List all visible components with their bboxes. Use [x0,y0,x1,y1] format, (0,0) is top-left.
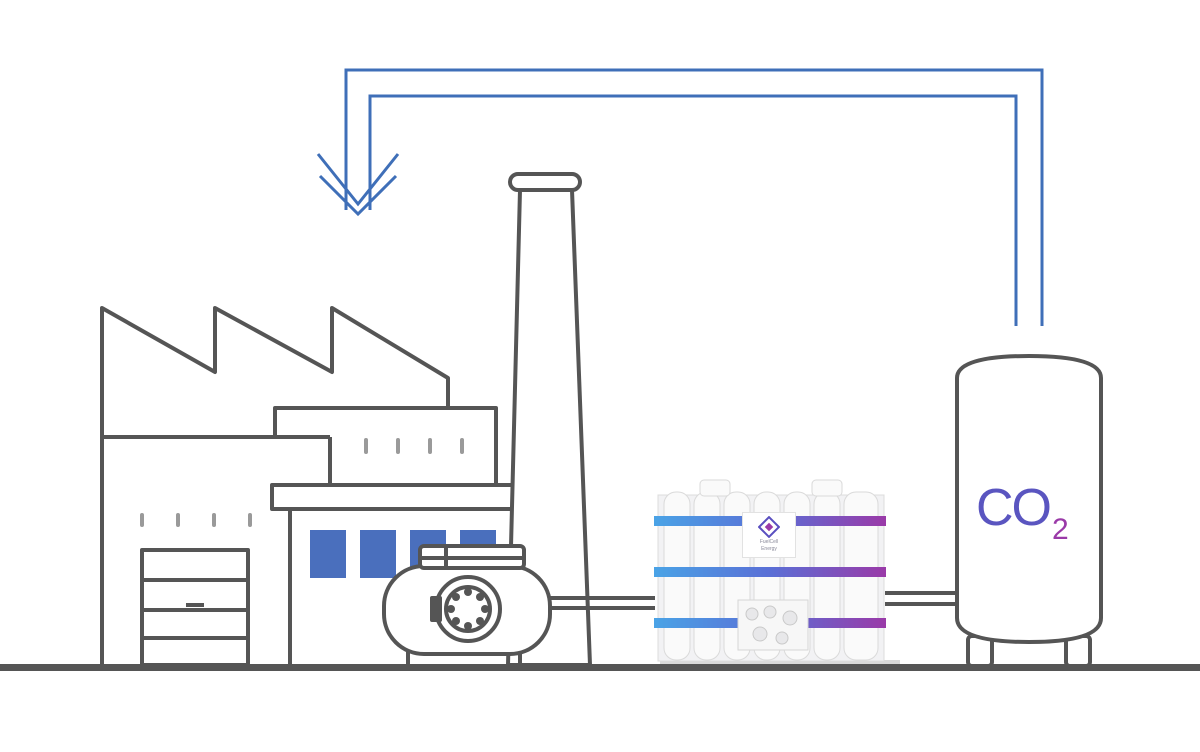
factory-sawtooth-roof [100,306,450,665]
factory-window [310,530,346,578]
module-band-middle [654,567,886,577]
co2-label-subscript: 2 [1052,513,1069,546]
factory-vents [140,438,464,527]
co2-label-main: CO [976,479,1052,537]
fuel-tank-icon [382,544,552,667]
arrow-head-inner [318,174,398,217]
factory-door [140,548,250,667]
factory-upper-block [273,406,498,485]
tank-hatch-bolts [447,588,489,630]
co2-label: CO2 [976,478,1086,546]
factory-ledge [270,483,534,511]
fuel-cell-module-icon [654,479,900,668]
recycle-arrow-icon [316,68,1044,326]
arrow-outer-line [344,68,1044,326]
tank-hatch-hinge [430,596,442,622]
smokestack-cap [508,172,582,192]
factory-window [360,530,396,578]
fuelcell-logo-icon [758,516,780,538]
fuelcell-logo-line1: FuelCell [759,539,779,545]
arrow-inner-line [368,94,1018,326]
arrow-head-outer [316,153,400,207]
fuelcell-logo-line2: Energy [761,546,777,552]
co2-storage-tank-icon [955,354,1103,668]
ground-line [0,664,1200,671]
co2-tank-body [955,354,1103,644]
fuelcell-logo-badge: FuelCell Energy [742,512,796,558]
connecting-pipes [548,591,958,610]
